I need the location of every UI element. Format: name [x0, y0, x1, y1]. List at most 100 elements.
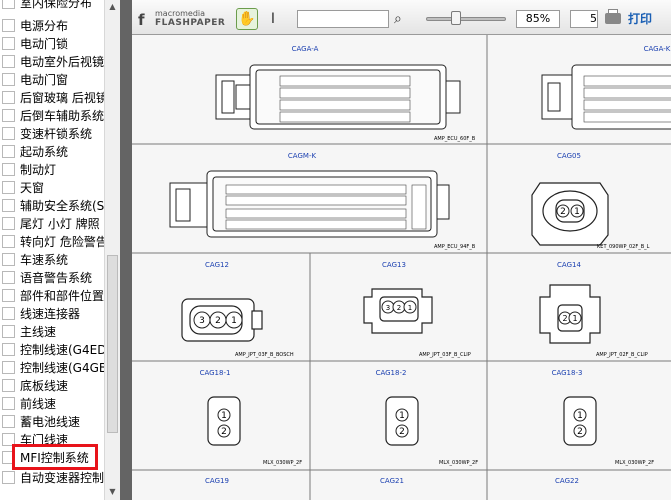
pin-label: 2 — [560, 207, 566, 217]
nav-item-label: 天窗 — [20, 181, 45, 195]
zoom-slider-thumb[interactable] — [450, 11, 461, 25]
selection-highlight-box — [12, 444, 98, 470]
nav-item-label: 后窗玻璃 后视镜 — [20, 91, 104, 105]
connector-part-number: MLX_030WP_2F — [615, 460, 655, 466]
pin-label: 1 — [574, 207, 580, 217]
page-icon — [2, 379, 15, 392]
connector-part-number: MLX_030WP_2F — [439, 460, 479, 466]
page-icon — [2, 109, 15, 122]
pin-label: 1 — [408, 304, 412, 312]
print-label: 打印 — [628, 12, 653, 26]
connector-title: CAG19 — [205, 477, 229, 485]
search-icon[interactable]: ⌕ — [394, 11, 402, 27]
page-icon — [2, 55, 15, 68]
nav-item-label: 电源分布 — [20, 19, 69, 33]
page-icon — [2, 163, 15, 176]
connector-title: CAG18-2 — [375, 369, 407, 377]
scroll-up-icon[interactable]: ▲ — [109, 2, 116, 11]
page-icon — [2, 127, 15, 140]
connector-part-number: AMP_JPT_03F_B_CLIP — [419, 352, 471, 358]
connector-title: CAG21 — [380, 477, 404, 485]
flash-logo-icon: f — [138, 11, 145, 29]
page-icon — [2, 433, 15, 446]
print-button[interactable]: 打印 — [602, 8, 664, 30]
search-input[interactable] — [297, 10, 389, 28]
zoom-slider[interactable] — [426, 17, 506, 21]
nav-item-label: 前线速 — [20, 397, 57, 411]
page-icon — [2, 271, 15, 284]
nav-item-label: 尾灯 小灯 牌照 — [20, 217, 100, 231]
scrollbar-thumb[interactable] — [107, 255, 118, 433]
page-icon — [2, 343, 15, 356]
page-icon — [2, 253, 15, 266]
pin-label: 2 — [562, 314, 567, 323]
nav-tree: 室内保险分布 电源分布 电动门锁 电动室外后视镜 电动门窗 后窗玻璃 后视镜 后… — [0, 0, 104, 500]
nav-item-label: 起动系统 — [20, 145, 69, 159]
nav-scrollbar[interactable]: ▲ ▼ — [104, 0, 120, 500]
connector-title: CAG22 — [555, 477, 579, 485]
connector-part-number: AMP_ECU_94F_B — [434, 244, 476, 250]
page-icon — [2, 199, 15, 212]
scroll-down-icon[interactable]: ▼ — [109, 487, 116, 496]
pin-label: 1 — [221, 411, 227, 421]
pin-label: 1 — [572, 314, 577, 323]
page-icon — [2, 19, 15, 32]
connector-part-number: AMP_ECU_60F_B — [434, 136, 476, 142]
connector-title: CAGA-A — [291, 45, 319, 53]
pin-label: 1 — [577, 411, 583, 421]
nav-item-label: 辅助安全系统(S — [20, 199, 104, 213]
viewer-frame-edge — [120, 0, 132, 500]
page-icon — [2, 397, 15, 410]
pin-label: 3 — [386, 304, 390, 312]
connector-drawing: 2 1 3 2 1 3 2 1 2 1 1 2 1 2 1 2 — [132, 35, 671, 500]
page-icon — [2, 73, 15, 86]
nav-item-label: MFI控制系统 — [20, 451, 89, 465]
pin-label: 2 — [221, 427, 227, 437]
text-select-button[interactable]: I — [270, 11, 276, 27]
pin-label: 2 — [397, 304, 401, 312]
nav-item-label: 底板线速 — [20, 379, 69, 393]
nav-item-label: 室内保险分布 — [20, 0, 93, 10]
hand-tool-button[interactable]: ✋ — [236, 8, 258, 30]
connector-part-number: KET_090WP_02F_B_L — [597, 244, 650, 250]
flashpaper-logo: f macromedia FLASHPAPER — [138, 9, 230, 31]
nav-item-label: 控制线速(G4ED — [20, 343, 104, 357]
page-icon — [2, 37, 15, 50]
logo-product: FLASHPAPER — [155, 18, 226, 28]
connector-part-number: AMP_JPT_02F_B_CLIP — [596, 352, 648, 358]
page-icon — [2, 235, 15, 248]
nav-item-label: 主线速 — [20, 325, 57, 339]
pin-label: 1 — [399, 411, 405, 421]
connector-title: CAG12 — [205, 261, 229, 269]
page-icon — [2, 307, 15, 320]
page-icon — [2, 471, 15, 484]
page-icon — [2, 181, 15, 194]
nav-item-label: 制动灯 — [20, 163, 57, 177]
nav-item-label: 蓄电池线速 — [20, 415, 81, 429]
page-number-input[interactable]: 5 — [570, 10, 598, 28]
nav-item-label: 变速杆锁系统 — [20, 127, 93, 141]
logo-brand: macromedia — [155, 9, 206, 18]
pin-label: 2 — [399, 427, 405, 437]
connector-title: CAG18-3 — [551, 369, 583, 377]
page-icon — [2, 217, 15, 230]
nav-item-label: 控制线速(G4GB — [20, 361, 104, 375]
page-icon — [2, 361, 15, 374]
connector-part-number: MLX_030WP_2F — [263, 460, 303, 466]
pin-label: 2 — [577, 427, 583, 437]
connector-part-number: AMP_JPT_03F_B_BOSCH — [235, 352, 294, 358]
pin-label: 3 — [199, 316, 205, 326]
nav-item-label: 电动门窗 — [20, 73, 69, 87]
connector-title: CAGA-K — [643, 45, 671, 53]
nav-item-label: 车速系统 — [20, 253, 69, 267]
page-icon — [2, 289, 15, 302]
pin-label: 2 — [215, 316, 221, 326]
page-icon — [2, 145, 15, 158]
document-page[interactable]: 2 1 3 2 1 3 2 1 2 1 1 2 1 2 1 2 CAGA-A C… — [132, 35, 671, 500]
nav-item-label: 自动变速器控制 — [20, 471, 104, 485]
zoom-input[interactable]: 85% — [516, 10, 560, 28]
nav-item-label: 车门线速 — [20, 433, 69, 447]
printer-icon — [605, 9, 621, 24]
nav-item-label: 线速连接器 — [20, 307, 81, 321]
connector-title: CAG14 — [557, 261, 581, 269]
